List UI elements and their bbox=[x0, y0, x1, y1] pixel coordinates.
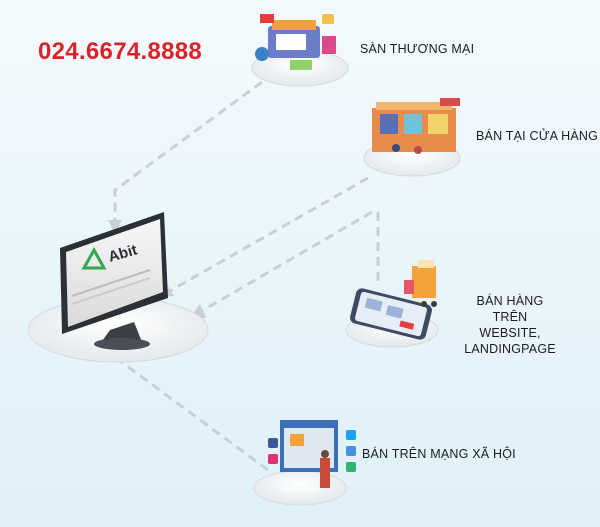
website-label-line: LANDINGPAGE bbox=[464, 342, 556, 356]
arrow-marketplace bbox=[113, 80, 263, 222]
arrowhead-marketplace bbox=[108, 220, 122, 234]
channel-label-social: BÁN TRÊN MẠNG XÃ HỘI bbox=[362, 447, 516, 461]
flow-arrows bbox=[111, 80, 380, 472]
arrow-social bbox=[111, 353, 269, 472]
website-illustration bbox=[345, 260, 439, 348]
marketplace-illustration bbox=[251, 14, 349, 87]
channel-label-website: BÁN HÀNG TRÊN WEBSITE, LANDINGPAGE bbox=[458, 293, 562, 357]
arrow-website-b bbox=[199, 210, 373, 314]
channel-label-marketplace: SÀN THƯƠNG MẠI bbox=[360, 42, 475, 56]
website-label-line: BÁN HÀNG bbox=[476, 294, 544, 308]
monitor-illustration: Abit bbox=[27, 212, 209, 363]
channel-label-store: BÁN TẠI CỬA HÀNG bbox=[476, 129, 599, 143]
hotline-number: 024.6674.8888 bbox=[38, 38, 203, 65]
website-label-line: TRÊN bbox=[492, 310, 528, 324]
store-illustration bbox=[363, 98, 461, 177]
abit-logo-mark bbox=[81, 246, 107, 270]
arrow-store bbox=[167, 176, 369, 294]
website-label-line: WEBSITE, bbox=[479, 326, 541, 340]
social-illustration bbox=[253, 420, 356, 506]
